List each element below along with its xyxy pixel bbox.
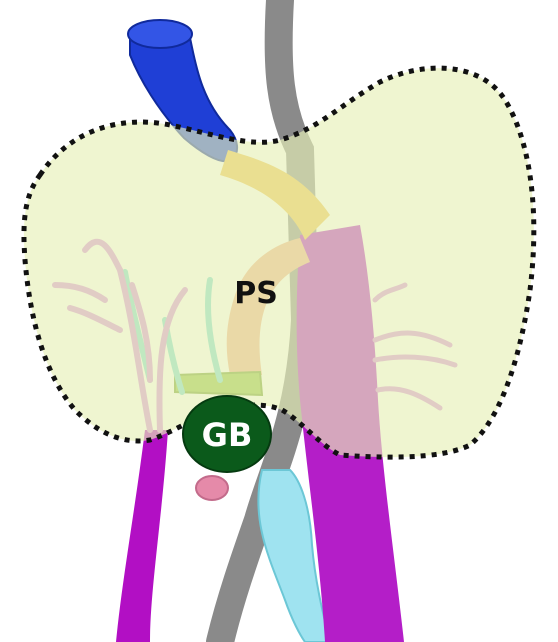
ps-label: PS	[234, 276, 278, 311]
gb-label: GB	[202, 416, 253, 454]
blue-vessel-opening	[128, 20, 192, 48]
pink-nodule	[196, 476, 228, 500]
